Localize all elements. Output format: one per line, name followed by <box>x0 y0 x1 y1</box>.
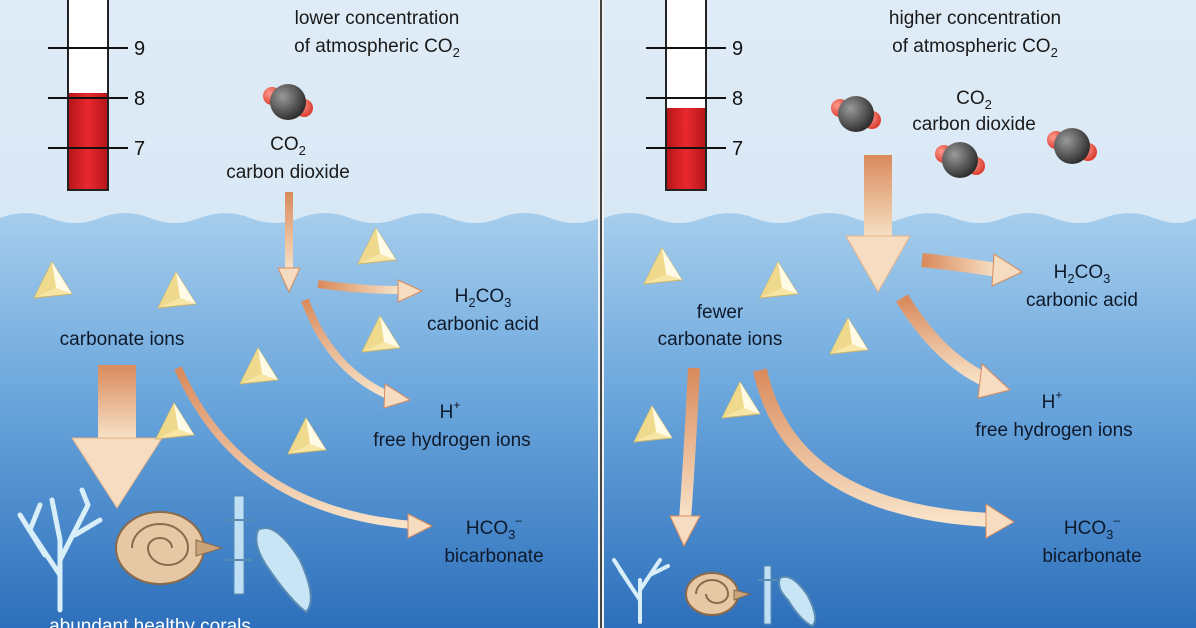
carbonic-arrow <box>921 253 1024 287</box>
co2-name: carbon dioxide <box>912 114 1036 135</box>
carbonic-acid-formula: H2CO3 <box>1054 262 1111 286</box>
ph-tick-8: 8 <box>134 88 145 110</box>
carbonic-acid-formula: H2CO3 <box>455 286 512 310</box>
co2-formula: CO2 <box>956 88 992 112</box>
carbonate-ions-label: carbonate ions <box>60 329 185 350</box>
pteropod-icon <box>758 565 777 625</box>
ph-tick-7: 7 <box>134 138 145 160</box>
ph-thermometer-left: 9 8 7 <box>48 0 145 191</box>
atmosphere-label-line2: of atmospheric CO2 <box>294 36 460 60</box>
carbonic-arrow <box>317 279 424 303</box>
hydrogen-ions-name: free hydrogen ions <box>373 430 530 451</box>
ph-tick-9: 9 <box>134 38 145 60</box>
branching-coral-icon <box>612 558 670 624</box>
carbonic-acid-name: carbonic acid <box>427 314 539 335</box>
water-right <box>604 213 1196 628</box>
atmosphere-label-line2: of atmospheric CO2 <box>892 36 1058 60</box>
panel-left: 9 8 7 lower concentration of atmospheric… <box>0 0 600 628</box>
hydrogen-arrow <box>301 298 412 409</box>
coral-big-arrow <box>71 365 163 509</box>
bicarbonate-name: bicarbonate <box>1042 546 1141 567</box>
pteropod-icon <box>226 495 252 595</box>
ph-thermometer-right: 9 8 7 <box>646 0 743 191</box>
hydrogen-ions-formula: H+ <box>1042 388 1063 413</box>
atmosphere-label-line1: higher concentration <box>889 8 1061 29</box>
bicarbonate-arrow <box>174 366 434 539</box>
bicarbonate-name: bicarbonate <box>444 546 543 567</box>
hydrogen-ions-name: free hydrogen ions <box>975 420 1132 441</box>
fewer-label: fewer <box>697 302 744 323</box>
ph-level-fill-left <box>69 93 107 189</box>
co2-name: carbon dioxide <box>226 162 350 183</box>
bicarbonate-formula: HCO3– <box>1064 513 1120 542</box>
carbonic-acid-name: carbonic acid <box>1026 290 1138 311</box>
coral-arrow <box>669 367 701 548</box>
co2-big-down-arrow <box>845 155 911 294</box>
ph-tick-9: 9 <box>732 38 743 60</box>
co2-down-arrow <box>277 192 301 294</box>
shell-icon <box>255 527 312 614</box>
nautilus-shell-icon <box>115 511 224 585</box>
nautilus-shell-icon <box>685 572 752 616</box>
hydrogen-ions-formula: H+ <box>440 398 461 423</box>
co2-formula: CO2 <box>270 134 306 158</box>
shell-icon <box>778 575 817 628</box>
bicarbonate-arrow <box>753 368 1015 539</box>
panel-right: 9 8 7 higher concentration of atmospheri… <box>604 0 1196 628</box>
carbonate-ions-label: carbonate ions <box>658 329 783 350</box>
hydrogen-arrow <box>896 294 1012 399</box>
corals-caption: abundant healthy corals <box>49 616 251 628</box>
bicarbonate-formula: HCO3– <box>466 513 522 542</box>
atmosphere-label-line1: lower concentration <box>295 8 460 29</box>
ph-tick-7: 7 <box>732 138 743 160</box>
branching-coral-icon <box>17 487 103 613</box>
ph-tick-8: 8 <box>732 88 743 110</box>
